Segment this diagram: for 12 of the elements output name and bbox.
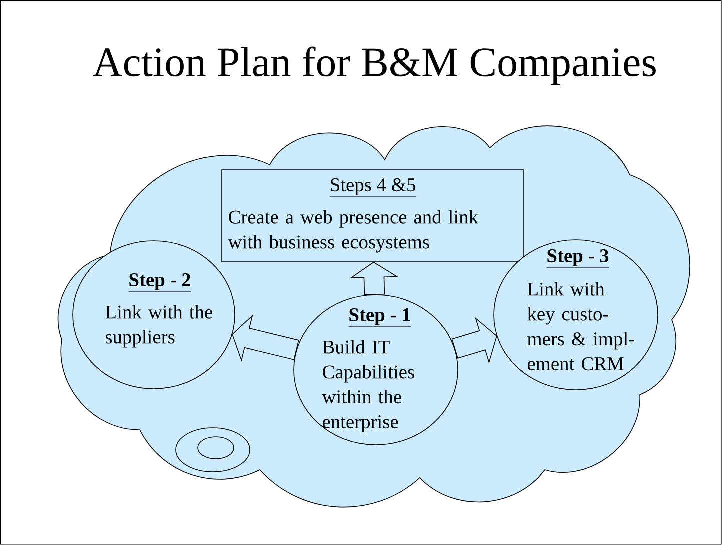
step-text: Link with the suppliers <box>106 305 212 348</box>
step-text: Create a web presence and link with business ecosystems <box>228 210 478 253</box>
step-heading: Step - 1 <box>348 308 412 328</box>
step-heading: Steps 4 &5 <box>330 178 416 198</box>
step-heading: Step - 3 <box>546 250 610 268</box>
step-text: Build IT Capabilities within the enterprise <box>322 340 414 433</box>
title: Action Plan for B&M Companies <box>93 46 656 86</box>
step-heading: Step - 2 <box>128 274 192 292</box>
block-arrow <box>350 262 399 296</box>
step-text: Link with key custo- mers & impl- ement CRM <box>528 282 634 371</box>
block-arrow <box>452 317 498 364</box>
block-arrow <box>232 314 300 362</box>
